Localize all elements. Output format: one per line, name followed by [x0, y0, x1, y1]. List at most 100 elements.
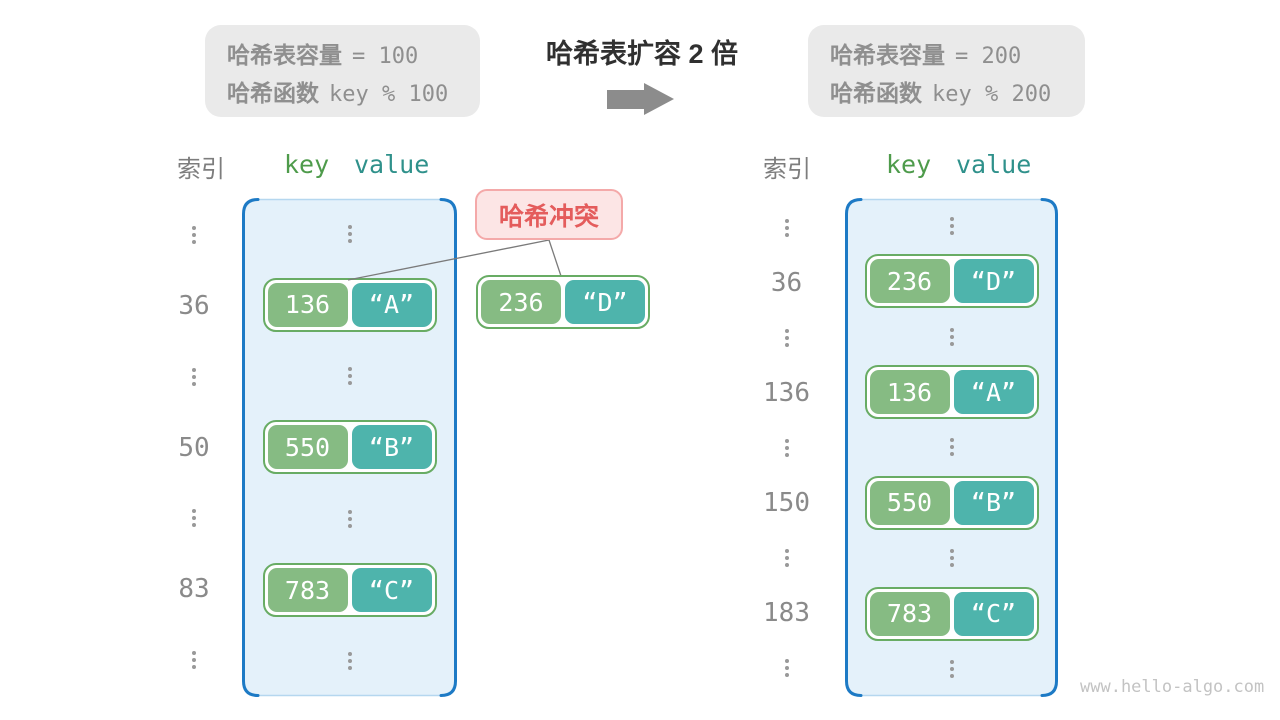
pair-key: 136 — [869, 370, 950, 415]
dot — [192, 226, 196, 231]
dot — [347, 516, 352, 521]
hash-function-value: key % 200 — [932, 82, 1052, 107]
dot — [192, 657, 196, 662]
pair-value: “D” — [953, 259, 1034, 304]
index-slot — [755, 420, 818, 475]
bucket-slot — [845, 198, 1058, 253]
kv-pair: 783“C” — [262, 563, 437, 618]
bucket-slot: 550“B” — [845, 475, 1058, 530]
pair-value: “A” — [953, 370, 1034, 415]
key-column-header-right: key — [886, 150, 932, 179]
index-column-header-left: 索引 — [177, 156, 225, 183]
bucket-slot — [845, 309, 1058, 364]
arrow-head — [644, 83, 674, 115]
pair-value: “B” — [351, 425, 432, 470]
dot — [784, 328, 789, 333]
index-label: 36 — [770, 267, 803, 298]
bucket-slot: 136“A” — [242, 269, 457, 340]
dot — [347, 238, 352, 243]
pair-key: 783 — [869, 591, 950, 636]
bucket-slot — [845, 531, 1058, 586]
pair-key: 550 — [869, 480, 950, 525]
dot — [949, 445, 954, 450]
expand-title: 哈希表扩容 2 倍 — [546, 39, 739, 69]
index-slot: 136 — [755, 365, 818, 420]
dot — [192, 516, 196, 521]
ellipsis-icon — [949, 216, 954, 235]
bucket-slot — [242, 198, 457, 269]
capacity-line: 哈希表容量= 100 — [227, 38, 458, 76]
dot — [784, 665, 789, 670]
dot — [784, 225, 789, 230]
dot — [347, 659, 352, 664]
hash-table-after: 236“D” 136“A” 550“B” 783“C” — [845, 198, 1058, 697]
pair-value: “B” — [953, 480, 1034, 525]
index-slot — [163, 483, 225, 554]
index-label: 136 — [763, 377, 810, 408]
index-slot: 83 — [163, 554, 225, 625]
bucket-slot: 783“C” — [242, 554, 457, 625]
kv-pair: 550“B” — [262, 420, 437, 475]
ellipsis-icon — [784, 328, 789, 347]
bucket-slot: 550“B” — [242, 412, 457, 483]
pair-key: 136 — [267, 282, 348, 327]
index-slot: 150 — [755, 475, 818, 530]
pair-value: “C” — [953, 591, 1034, 636]
index-slot: 36 — [163, 271, 225, 342]
dot — [784, 672, 789, 677]
capacity-value: = 100 — [352, 44, 419, 69]
dot — [347, 652, 352, 657]
dot — [347, 509, 352, 514]
dot — [192, 367, 196, 372]
pair-key: 236 — [869, 259, 950, 304]
index-slot: 50 — [163, 412, 225, 483]
dot — [949, 549, 954, 554]
dot — [347, 666, 352, 671]
index-slot — [755, 310, 818, 365]
right-arrow-icon — [607, 83, 679, 115]
dot — [347, 381, 352, 386]
dot — [784, 555, 789, 560]
dot — [949, 438, 954, 443]
dot — [784, 445, 789, 450]
ellipsis-icon — [192, 650, 196, 669]
value-column-header-right: value — [956, 150, 1032, 179]
dot — [784, 438, 789, 443]
index-slot — [755, 640, 818, 695]
dot — [192, 240, 196, 245]
hash-function-label: 哈希函数 — [830, 80, 922, 106]
value-column-header-left: value — [354, 150, 430, 179]
ellipsis-icon — [949, 327, 954, 346]
colliding-kv-pair: 236 “D” — [476, 275, 650, 329]
index-slot — [163, 624, 225, 695]
capacity-line: 哈希表容量= 200 — [830, 38, 1063, 76]
kv-pair: 783“C” — [864, 586, 1039, 641]
key-column-header-left: key — [284, 150, 330, 179]
dot — [784, 232, 789, 237]
dot — [784, 562, 789, 567]
dot — [192, 381, 196, 386]
pair-value: “A” — [351, 282, 432, 327]
index-slot: 183 — [755, 585, 818, 640]
dot — [192, 374, 196, 379]
dot — [192, 509, 196, 514]
hash-collision-badge: 哈希冲突 — [475, 189, 623, 240]
ellipsis-icon — [192, 367, 196, 386]
dot — [347, 523, 352, 528]
dot — [784, 452, 789, 457]
dot — [949, 216, 954, 221]
ellipsis-icon — [784, 548, 789, 567]
bucket-slot — [845, 420, 1058, 475]
index-label: 50 — [178, 432, 210, 463]
pair-key: 550 — [267, 425, 348, 470]
dot — [192, 664, 196, 669]
bucket-slot — [242, 341, 457, 412]
ellipsis-icon — [192, 226, 196, 245]
table-rows-left: 136“A” 550“B” 783“C” — [242, 198, 457, 697]
ellipsis-icon — [192, 509, 196, 528]
index-column-right: 36 136 150 183 — [755, 200, 818, 695]
ellipsis-icon — [949, 660, 954, 679]
ellipsis-icon — [347, 367, 352, 386]
index-slot — [163, 341, 225, 412]
kv-pair: 136“A” — [262, 277, 437, 332]
